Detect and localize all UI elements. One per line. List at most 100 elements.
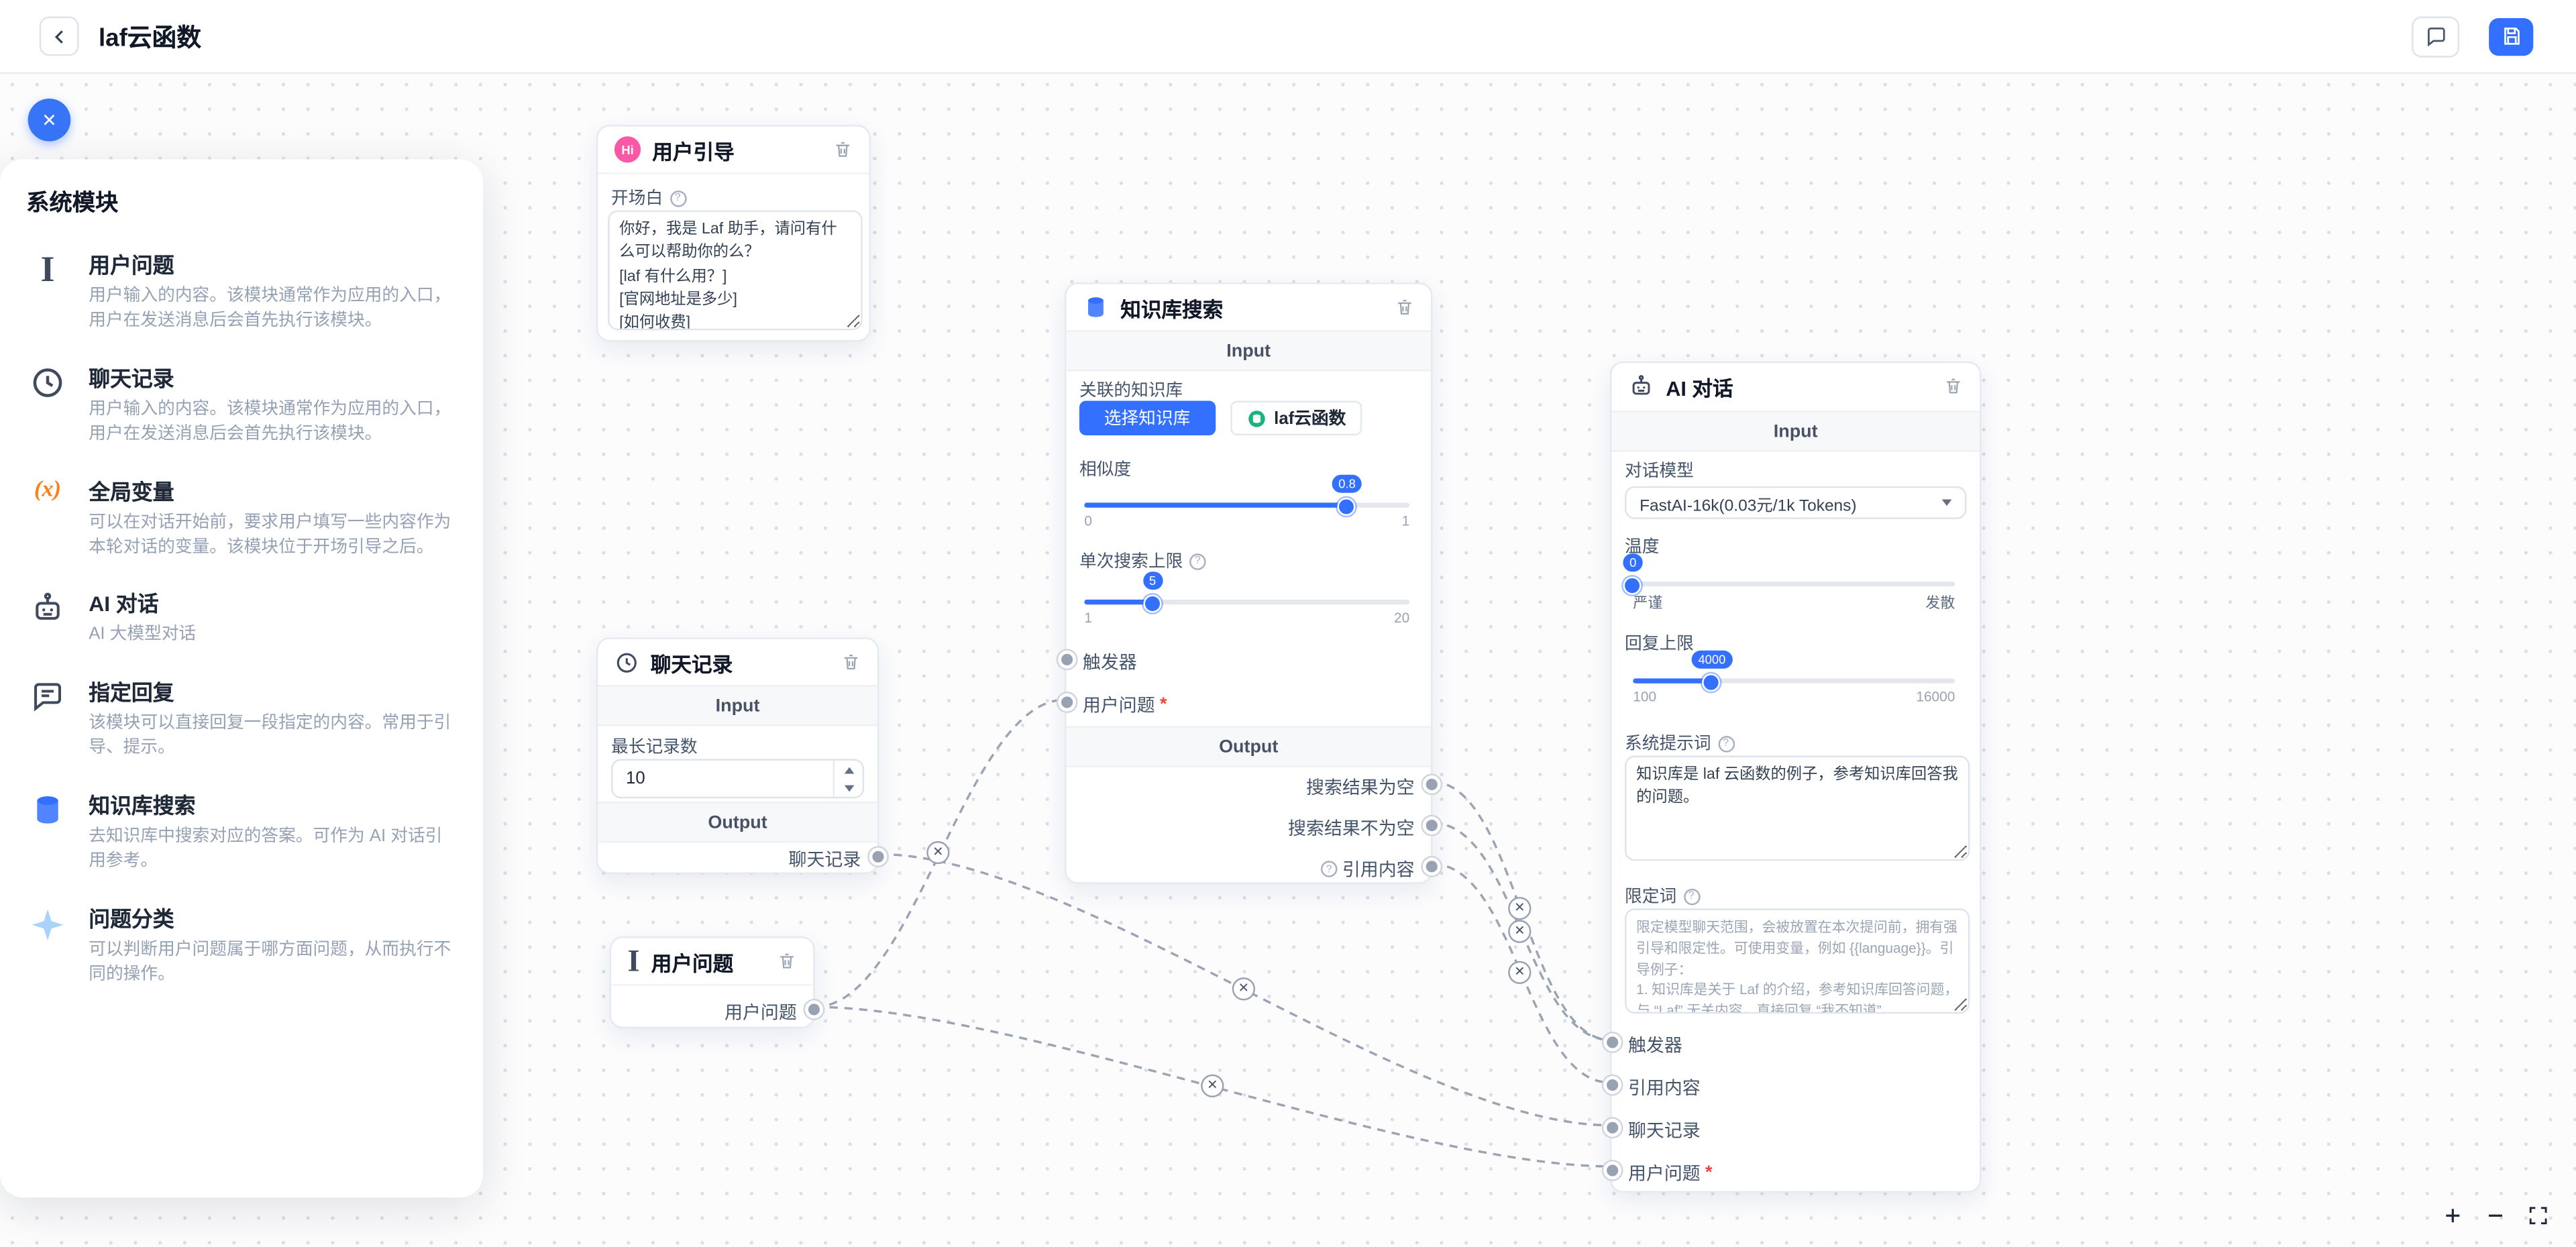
- info-icon[interactable]: ?: [1189, 553, 1206, 570]
- connection-delete-button[interactable]: ✕: [926, 841, 950, 865]
- info-icon[interactable]: ?: [1320, 861, 1338, 877]
- node-title: AI 对话: [1666, 377, 1733, 400]
- save-icon: [2503, 28, 2519, 45]
- trash-icon: [836, 142, 850, 157]
- connection-delete-button[interactable]: ✕: [1508, 961, 1532, 984]
- slider-handle[interactable]: [1337, 496, 1356, 515]
- welcome-text-input[interactable]: 你好，我是 Laf 助手，请问有什么可以帮助你的么？ [laf 有什么用？] […: [608, 210, 863, 331]
- port-label: 用户问题: [724, 1004, 797, 1024]
- node-title: 聊天记录: [650, 653, 733, 676]
- info-icon[interactable]: ?: [1682, 887, 1700, 905]
- close-panel-button[interactable]: ✕: [28, 98, 71, 142]
- stepper-up-button[interactable]: [835, 761, 863, 779]
- slider-track[interactable]: [1633, 678, 1955, 684]
- slider-track[interactable]: [1084, 599, 1410, 605]
- connection-port[interactable]: [1421, 857, 1440, 876]
- delete-node-button[interactable]: [841, 652, 861, 671]
- max-tokens-slider[interactable]: 4000 100 16000: [1633, 650, 1955, 709]
- text-cursor-icon: I: [40, 248, 55, 290]
- input-section-header: Input: [598, 685, 877, 726]
- history-icon: [616, 652, 637, 672]
- module-item-user-question[interactable]: I 用户问题 用户输入的内容。该模块通常作为应用的入口，用户在发送消息后会首先执…: [0, 248, 483, 333]
- similarity-slider[interactable]: 0.8 0 1: [1084, 474, 1410, 533]
- port-label: 用户问题: [1627, 1164, 1701, 1185]
- connection-port[interactable]: [1421, 775, 1440, 794]
- module-item-fixed-reply[interactable]: 指定回复 该模块可以直接回复一段指定的内容。常用于引导、提示。: [0, 675, 483, 761]
- system-prompt-input[interactable]: 知识库是 laf 云函数的例子，参考知识库回答我的问题。: [1625, 755, 1970, 861]
- connection-port[interactable]: [1602, 1161, 1621, 1180]
- field-label: 回复上限: [1625, 634, 1694, 654]
- connection-delete-button[interactable]: ✕: [1201, 1074, 1224, 1097]
- model-select[interactable]: FastAI-16k(0.03元/1k Tokens): [1625, 486, 1967, 519]
- module-item-question-classify[interactable]: 问题分类 可以判断用户问题属于哪方面问题，从而执行不同的操作。: [0, 902, 483, 987]
- info-icon[interactable]: ?: [669, 189, 686, 207]
- module-title: 知识库搜索: [89, 794, 196, 818]
- module-item-global-variable[interactable]: (x) 全局变量 可以在对话开始前，要求用户填写一些内容作为本轮对话的变量。该模…: [0, 474, 483, 559]
- node-user-question[interactable]: I 用户问题 用户问题: [609, 936, 822, 1029]
- module-title: 问题分类: [89, 906, 174, 932]
- module-desc: 用户输入的内容。该模块通常作为应用的入口，用户在发送消息后会首先执行该模块。: [89, 398, 451, 443]
- field-label: 开场白: [611, 188, 663, 209]
- zoom-in-button[interactable]: [2440, 1202, 2466, 1228]
- slider-min-label: 0: [1084, 512, 1092, 529]
- field-label: 单次搜索上限: [1079, 551, 1183, 572]
- max-records-stepper[interactable]: [611, 759, 865, 799]
- connection-port[interactable]: [804, 999, 822, 1018]
- field-label: 温度: [1625, 537, 1660, 557]
- delete-node-button[interactable]: [1395, 297, 1414, 317]
- node-chat-history[interactable]: 聊天记录 Input 最长记录数 Output 聊天记录: [596, 637, 887, 874]
- slider-value-badge: 0: [1623, 553, 1644, 572]
- slider-handle[interactable]: [1623, 576, 1642, 594]
- stepper-down-button[interactable]: [835, 779, 863, 797]
- trash-icon: [780, 953, 794, 969]
- chevron-down-icon: [1941, 499, 1952, 506]
- required-mark: *: [1159, 694, 1167, 715]
- preview-chat-button[interactable]: [2412, 15, 2460, 57]
- field-label: 系统提示词: [1625, 734, 1711, 755]
- port-label: 聊天记录: [788, 851, 861, 871]
- node-ai-chat[interactable]: AI 对话 Input 对话模型 FastAI-16k(0.03元/1k Tok…: [1602, 361, 1982, 1193]
- select-kb-button[interactable]: 选择知识库: [1079, 400, 1216, 435]
- slider-min-label: 100: [1633, 688, 1657, 705]
- max-records-input[interactable]: [612, 760, 833, 797]
- module-item-ai-chat[interactable]: AI 对话 AI 大模型对话: [0, 587, 483, 647]
- module-desc: 用户输入的内容。该模块通常作为应用的入口，用户在发送消息后会首先执行该模块。: [89, 286, 451, 331]
- back-button[interactable]: [39, 16, 79, 56]
- connection-port[interactable]: [1421, 816, 1440, 835]
- history-icon: [33, 368, 62, 397]
- info-icon[interactable]: ?: [1717, 735, 1734, 752]
- slider-handle[interactable]: [1702, 672, 1721, 691]
- module-item-kb-search[interactable]: 知识库搜索 去知识库中搜索对应的答案。可作为 AI 对话引用参考。: [0, 789, 483, 874]
- node-user-guide[interactable]: Hi 用户引导 开场白 ? 你好，我是 Laf 助手，请问有什么可以帮助你的么？…: [596, 125, 871, 342]
- slider-handle[interactable]: [1142, 594, 1161, 612]
- search-limit-slider[interactable]: 5 1 20: [1084, 572, 1410, 631]
- limit-prompt-input[interactable]: [1625, 908, 1970, 1014]
- guide-node-icon: Hi: [614, 136, 641, 163]
- connection-delete-button[interactable]: ✕: [1232, 977, 1256, 1001]
- slider-min-label: 1: [1084, 609, 1092, 627]
- chevron-left-icon: [54, 30, 62, 43]
- connection-port[interactable]: [1057, 650, 1075, 669]
- delete-node-button[interactable]: [833, 140, 853, 159]
- kb-tag-icon: [1248, 410, 1265, 427]
- connection-delete-button[interactable]: ✕: [1508, 920, 1532, 943]
- save-button[interactable]: [2489, 17, 2534, 56]
- app-title: laf云函数: [98, 23, 202, 52]
- delete-node-button[interactable]: [1943, 376, 1963, 396]
- fit-view-button[interactable]: [2525, 1202, 2551, 1228]
- slider-track[interactable]: [1633, 581, 1955, 587]
- module-title: 全局变量: [89, 479, 174, 504]
- module-item-chat-history[interactable]: 聊天记录 用户输入的内容。该模块通常作为应用的入口，用户在发送消息后会首先执行该…: [0, 361, 483, 446]
- trash-icon: [844, 655, 858, 669]
- zoom-out-button[interactable]: [2482, 1202, 2508, 1228]
- kb-tag[interactable]: laf云函数: [1230, 400, 1362, 435]
- delete-node-button[interactable]: [777, 951, 796, 971]
- port-label: 聊天记录: [1627, 1122, 1701, 1142]
- temperature-slider[interactable]: 0 严谨 发散: [1623, 553, 1955, 612]
- node-kb-search[interactable]: 知识库搜索 Input 关联的知识库 选择知识库 laf云函数 相似度 0.8 …: [1057, 282, 1440, 884]
- text-cursor-icon: I: [627, 943, 640, 979]
- connection-port[interactable]: [868, 847, 887, 865]
- input-section-header: Input: [1066, 330, 1432, 372]
- connection-delete-button[interactable]: ✕: [1508, 897, 1532, 920]
